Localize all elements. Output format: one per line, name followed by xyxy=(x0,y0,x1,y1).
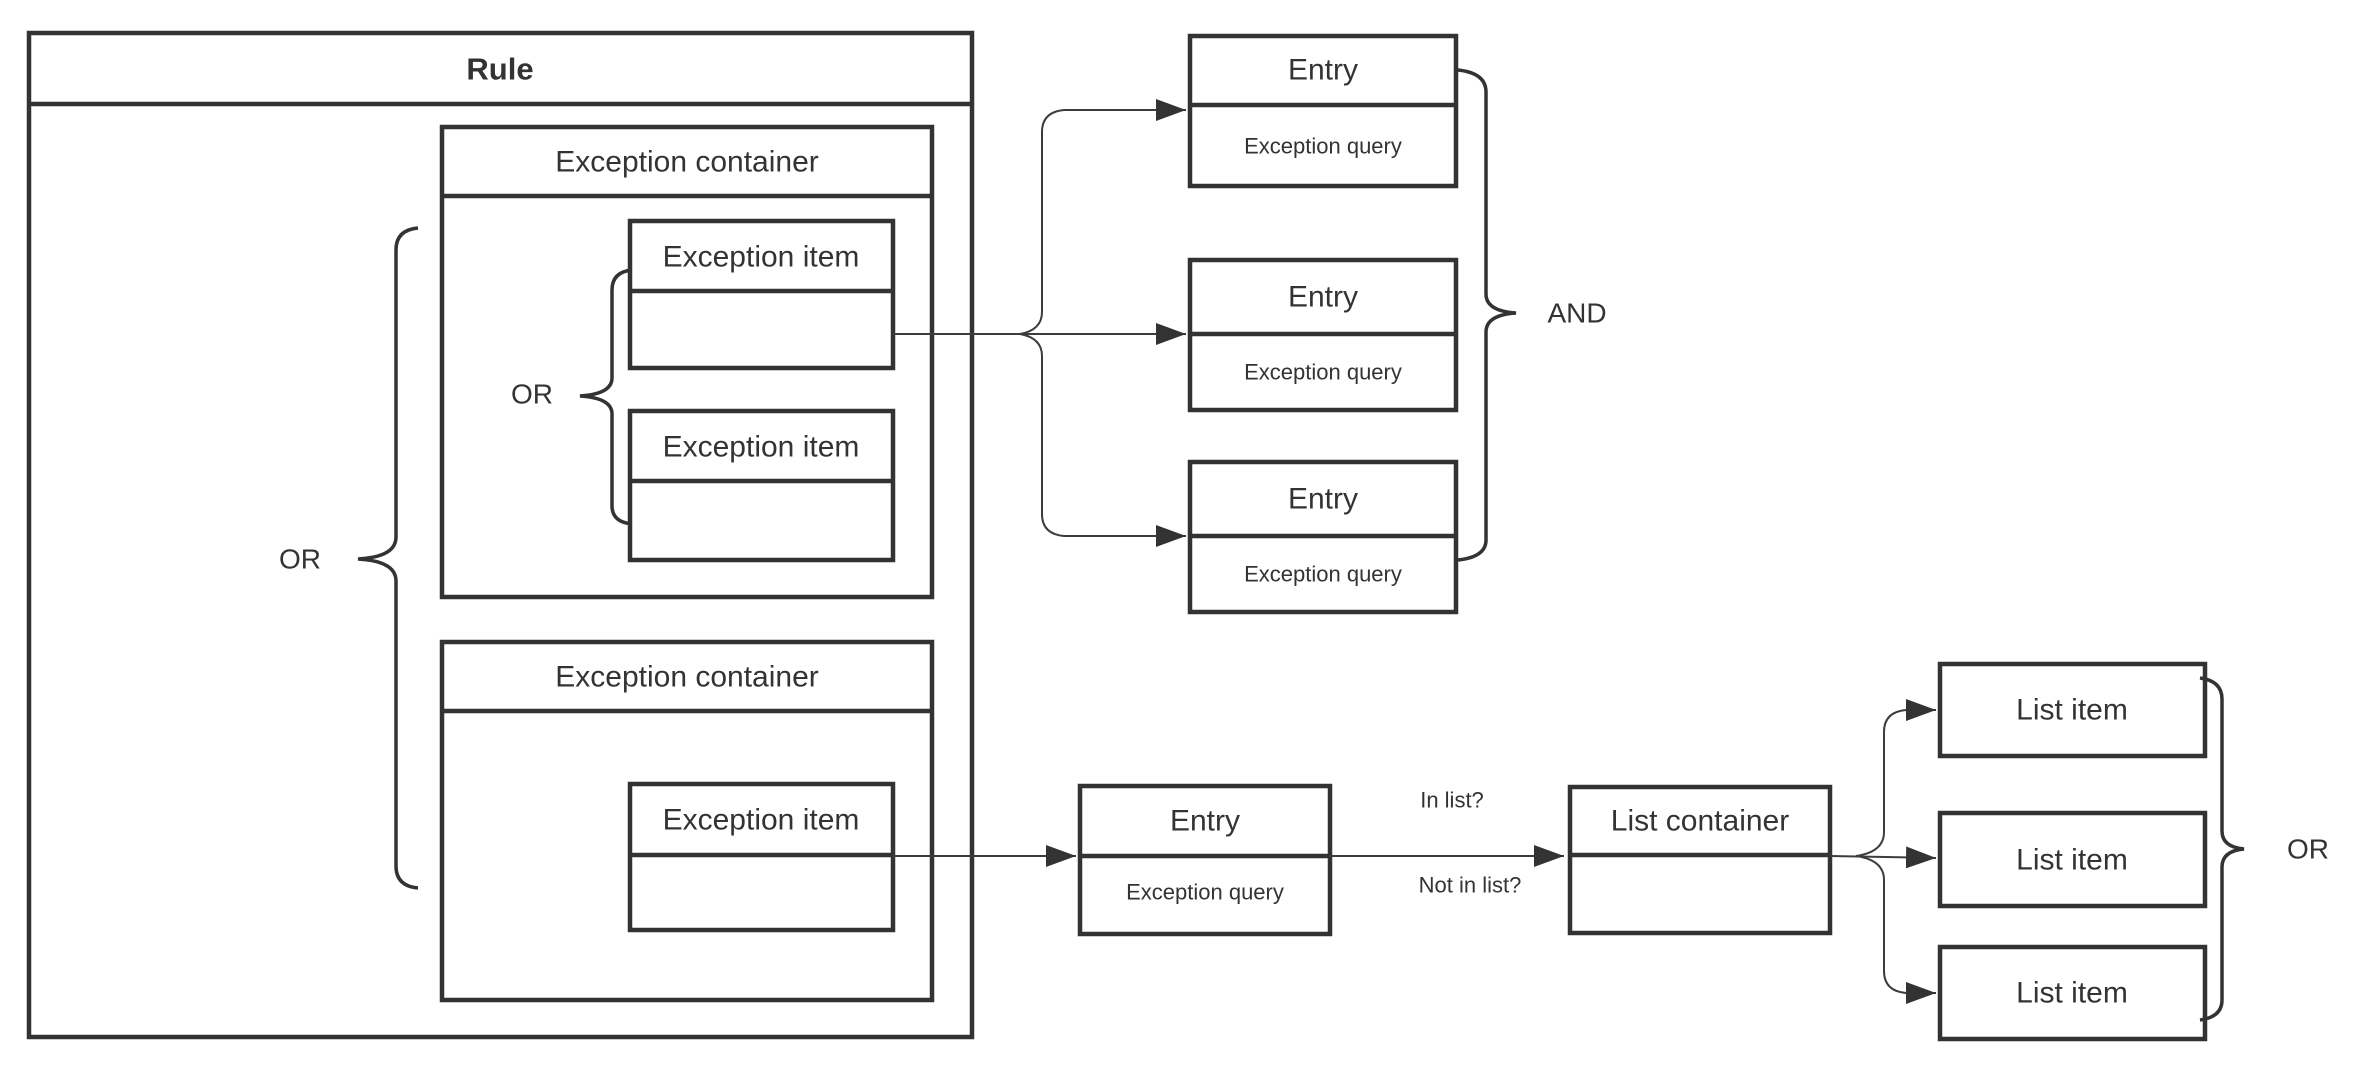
list-item-2-box xyxy=(1937,810,2208,909)
entry-4-box xyxy=(1077,783,1333,937)
edge-to-list-item-2 xyxy=(1829,846,1937,869)
entry-1-box xyxy=(1187,33,1459,189)
rule-title: Rule xyxy=(466,52,533,87)
edge-to-list-item-3 xyxy=(1855,855,1936,1004)
list-item-1-label: List item xyxy=(2016,694,2128,727)
list-container-title: List container xyxy=(1611,805,1789,838)
or-brace-outer xyxy=(357,226,419,890)
edge-to-entry-1 xyxy=(1019,99,1186,335)
edge-label-in-list: In list? xyxy=(1420,788,1484,813)
entry-4-query: Exception query xyxy=(1126,880,1284,905)
exception-item-1-title: Exception item xyxy=(663,241,860,274)
edge-to-list-item-1 xyxy=(1855,699,1936,857)
entry-1-title: Entry xyxy=(1288,54,1358,87)
edge-to-entry-3 xyxy=(1019,333,1186,547)
entry-4-title: Entry xyxy=(1170,805,1240,838)
entry-3-title: Entry xyxy=(1288,483,1358,516)
or-brace-inner xyxy=(579,268,633,526)
exception-item-2-box xyxy=(627,408,896,563)
and-label: AND xyxy=(1547,298,1606,329)
or-label-outer: OR xyxy=(279,544,321,575)
list-item-2-label: List item xyxy=(2016,844,2128,877)
list-container-box xyxy=(1567,784,1833,936)
entry-2-title: Entry xyxy=(1288,281,1358,314)
list-item-3-box xyxy=(1937,944,2208,1042)
or-label-inner: OR xyxy=(511,379,553,410)
exception-item-1-box xyxy=(627,218,896,371)
list-item-1-box xyxy=(1937,661,2208,759)
or-label-list: OR xyxy=(2287,834,2329,865)
entry-2-query: Exception query xyxy=(1244,360,1402,385)
and-brace xyxy=(1457,68,1517,562)
exception-item-3-title: Exception item xyxy=(663,804,860,837)
edge-label-not-in-list: Not in list? xyxy=(1419,873,1522,898)
entry-1-query: Exception query xyxy=(1244,134,1402,159)
list-item-3-label: List item xyxy=(2016,977,2128,1010)
or-brace-list xyxy=(2199,676,2245,1022)
entry-3-query: Exception query xyxy=(1244,562,1402,587)
exception-container-1-title: Exception container xyxy=(555,146,819,179)
exception-container-2-title: Exception container xyxy=(555,661,819,694)
exception-item-2-title: Exception item xyxy=(663,431,860,464)
